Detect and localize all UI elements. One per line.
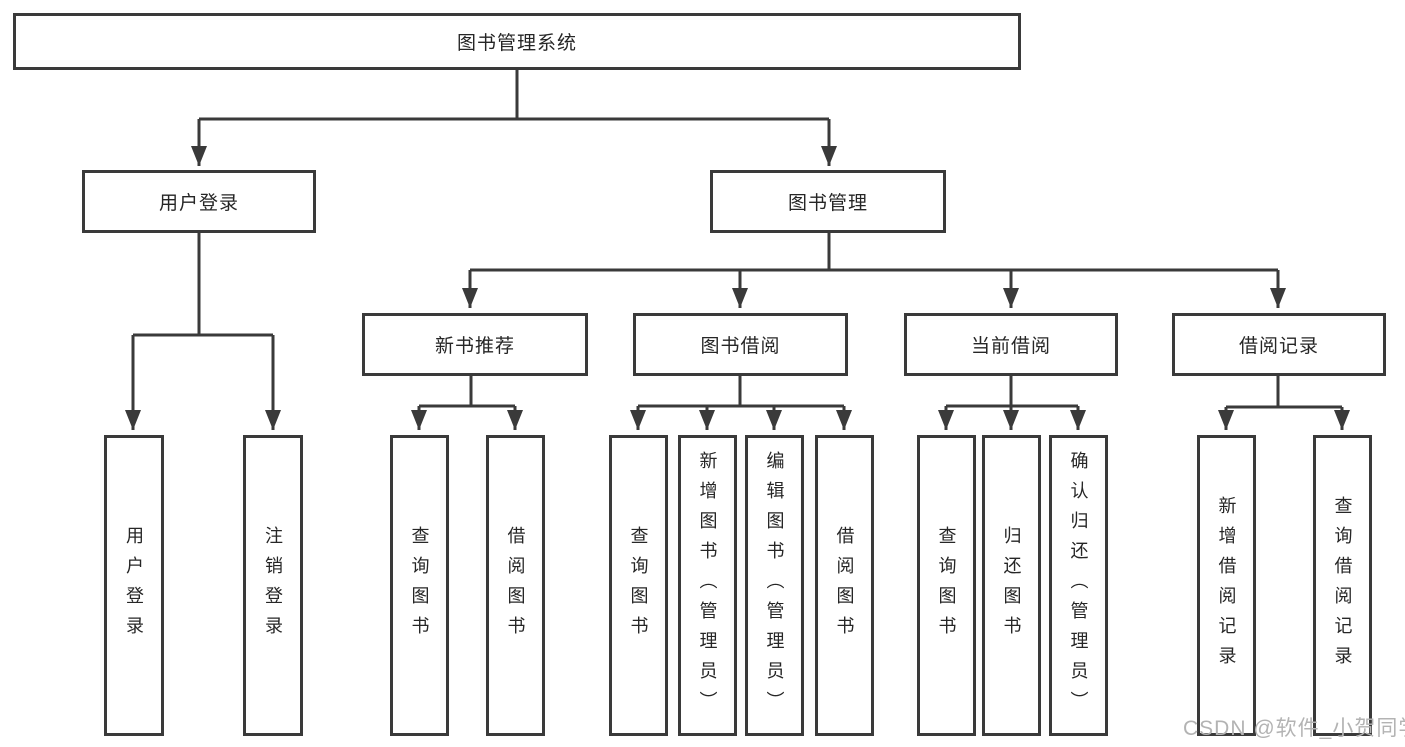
csdn-watermark: CSDN @软件_小贺同学 <box>1183 717 1405 740</box>
leaf-label: 查询借阅记录 <box>1332 495 1353 676</box>
node-leaf-edit-book-admin: 编辑图书（管理员） <box>745 435 804 736</box>
node-leaf-query-books-3: 查询图书 <box>917 435 976 736</box>
node-leaf-query-books-2: 查询图书 <box>609 435 668 736</box>
connector-current-borrow-bar <box>946 376 1078 408</box>
node-new-book-recommend: 新书推荐 <box>362 313 588 376</box>
node-borrow-records: 借阅记录 <box>1172 313 1386 376</box>
node-leaf-logout: 注销登录 <box>243 435 303 736</box>
leaf-label: 查询图书 <box>628 525 649 646</box>
leaf-label: 新增图书（管理员） <box>697 450 718 721</box>
node-leaf-borrow-books-1: 借阅图书 <box>486 435 545 736</box>
connector-book-management-bar <box>470 233 1278 272</box>
connector-book-borrow-bar <box>638 376 844 408</box>
leaf-label: 确认归还（管理员） <box>1068 450 1089 721</box>
node-book-borrow: 图书借阅 <box>633 313 848 376</box>
node-leaf-return-books: 归还图书 <box>982 435 1041 736</box>
node-leaf-borrow-books-2: 借阅图书 <box>815 435 874 736</box>
leaf-label: 归还图书 <box>1001 525 1022 646</box>
node-leaf-query-borrow-record: 查询借阅记录 <box>1313 435 1372 736</box>
leaf-label: 编辑图书（管理员） <box>764 450 785 721</box>
leaf-label: 查询图书 <box>409 525 430 646</box>
node-book-management: 图书管理 <box>710 170 946 233</box>
node-user-login-branch: 用户登录 <box>82 170 316 233</box>
connector-new-book-bar <box>419 376 515 408</box>
leaf-label: 借阅图书 <box>505 525 526 646</box>
node-leaf-confirm-return-admin: 确认归还（管理员） <box>1049 435 1108 736</box>
node-current-borrow: 当前借阅 <box>904 313 1118 376</box>
leaf-label: 借阅图书 <box>834 525 855 646</box>
leaf-label: 注销登录 <box>263 525 283 646</box>
connector-root-bar <box>199 70 829 121</box>
node-leaf-query-books-1: 查询图书 <box>390 435 449 736</box>
leaf-label: 查询图书 <box>936 525 957 646</box>
leaf-label: 新增借阅记录 <box>1216 495 1237 676</box>
connector-borrow-records-bar <box>1226 376 1342 409</box>
leaf-label: 用户登录 <box>124 525 144 646</box>
connector-user-login-bar <box>133 233 273 337</box>
node-leaf-user-login: 用户登录 <box>104 435 164 736</box>
node-leaf-add-book-admin: 新增图书（管理员） <box>678 435 737 736</box>
node-root: 图书管理系统 <box>13 13 1021 70</box>
node-leaf-add-borrow-record: 新增借阅记录 <box>1197 435 1256 736</box>
